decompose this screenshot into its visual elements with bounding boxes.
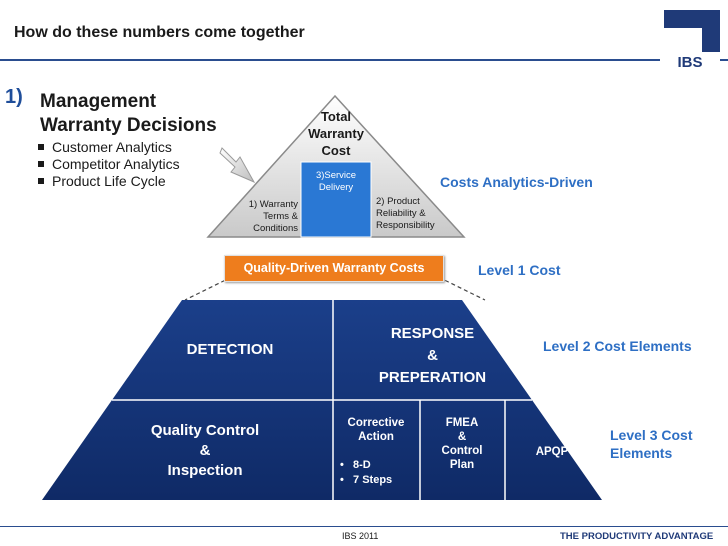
heading-line-1: Management xyxy=(40,91,157,112)
section-number: 1) xyxy=(5,86,23,108)
section-heading: Management Warranty Decisions xyxy=(40,90,300,138)
decision-bullet-list: Customer Analytics Competitor Analytics … xyxy=(38,139,180,190)
warranty-terms-label: 1) Warranty Terms & Conditions xyxy=(248,199,298,234)
level-3-label: Level 3 Cost Elements xyxy=(610,427,693,461)
apqp-label: APQP xyxy=(535,446,569,458)
quality-control-label: Quality Control & Inspection xyxy=(150,422,260,479)
ibs-logo: IBS xyxy=(660,10,720,71)
page-title: How do these numbers come together xyxy=(14,24,305,41)
detection-label: DETECTION xyxy=(186,341,274,358)
footer-copyright: IBS 2011 xyxy=(342,531,379,541)
heading-line-2: Warranty Decisions xyxy=(40,115,217,136)
costs-analytics-label: Costs Analytics-Driven xyxy=(440,174,593,190)
total-warranty-cost-label: Total Warranty Cost xyxy=(308,109,364,158)
service-delivery-label: 3)Service Delivery xyxy=(315,170,357,193)
corrective-action-label: Corrective Action xyxy=(347,417,405,443)
corrective-bullet: • 8-D xyxy=(340,459,371,471)
pointer-arrow-icon xyxy=(219,147,256,184)
fmea-control-plan-label: FMEA & Control Plan xyxy=(441,417,483,471)
response-preperation-label: RESPONSE & PREPERATION xyxy=(378,325,487,386)
corrective-bullet: • 7 Steps xyxy=(340,474,393,486)
product-reliability-label: 2) Product Reliability & Responsibility xyxy=(376,196,435,231)
bullet-item: Competitor Analytics xyxy=(38,156,180,173)
title-divider xyxy=(0,59,728,61)
quality-driven-costs-box: Quality-Driven Warranty Costs xyxy=(224,255,444,282)
level-1-label: Level 1 Cost xyxy=(478,262,561,278)
footer-divider xyxy=(0,526,728,527)
footer-tagline: THE PRODUCTIVITY ADVANTAGE xyxy=(560,531,714,542)
level-2-label: Level 2 Cost Elements xyxy=(543,338,692,354)
connector-right xyxy=(419,267,486,301)
corrective-bullet-list: • 8-D • 7 Steps xyxy=(340,458,420,488)
bullet-item: Customer Analytics xyxy=(38,139,180,156)
logo-text: IBS xyxy=(677,54,702,71)
bullet-item: Product Life Cycle xyxy=(38,173,180,190)
connector-left xyxy=(184,267,251,301)
